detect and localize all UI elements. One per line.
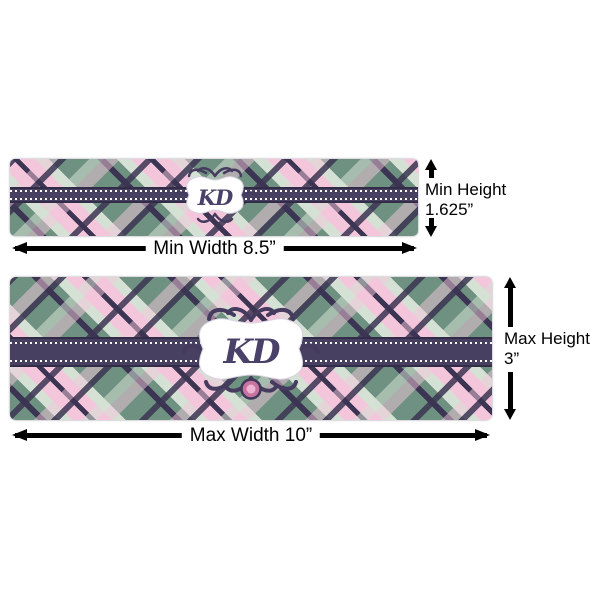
min-height-label-line2: 1.625”: [425, 200, 474, 219]
min-width-dimension-arrow: Min Width 8.5”: [12, 237, 417, 260]
min-height-label: Min Height 1.625”: [425, 180, 506, 220]
max-height-label: Max Height 3”: [504, 329, 590, 369]
arrow-down-icon: [504, 372, 517, 420]
min-height-label-line1: Min Height: [425, 180, 507, 199]
monogram-plaque: [186, 176, 244, 214]
flourish-ornament: [182, 306, 320, 393]
monogram-frame: [172, 167, 258, 223]
arrow-up-icon: [425, 159, 438, 178]
max-size-label-preview: KD: [10, 277, 492, 420]
arrow-down-icon: [425, 218, 438, 237]
min-size-label-preview: KD: [10, 159, 418, 236]
arrow-line: [429, 168, 434, 178]
monogram-plaque: [198, 318, 304, 380]
arrow-line: [508, 372, 513, 411]
max-height-label-line2: 3”: [504, 349, 520, 368]
min-height-annotation: Min Height 1.625”: [424, 159, 594, 237]
arrow-up-icon: [504, 277, 517, 327]
medallion-center: [246, 384, 256, 394]
monogram-text: KD: [197, 185, 233, 210]
flourish-ornament: [172, 167, 258, 223]
max-width-label: Max Width 10”: [181, 424, 321, 447]
max-height-annotation: Max Height 3”: [503, 277, 600, 420]
arrow-line: [429, 218, 434, 228]
min-width-label: Min Width 8.5”: [145, 237, 284, 260]
monogram-text: KD: [223, 332, 280, 372]
monogram-frame: [182, 306, 320, 400]
arrow-line: [508, 286, 513, 327]
max-height-label-line1: Max Height: [504, 329, 590, 348]
max-width-dimension-arrow: Max Width 10”: [12, 424, 490, 447]
